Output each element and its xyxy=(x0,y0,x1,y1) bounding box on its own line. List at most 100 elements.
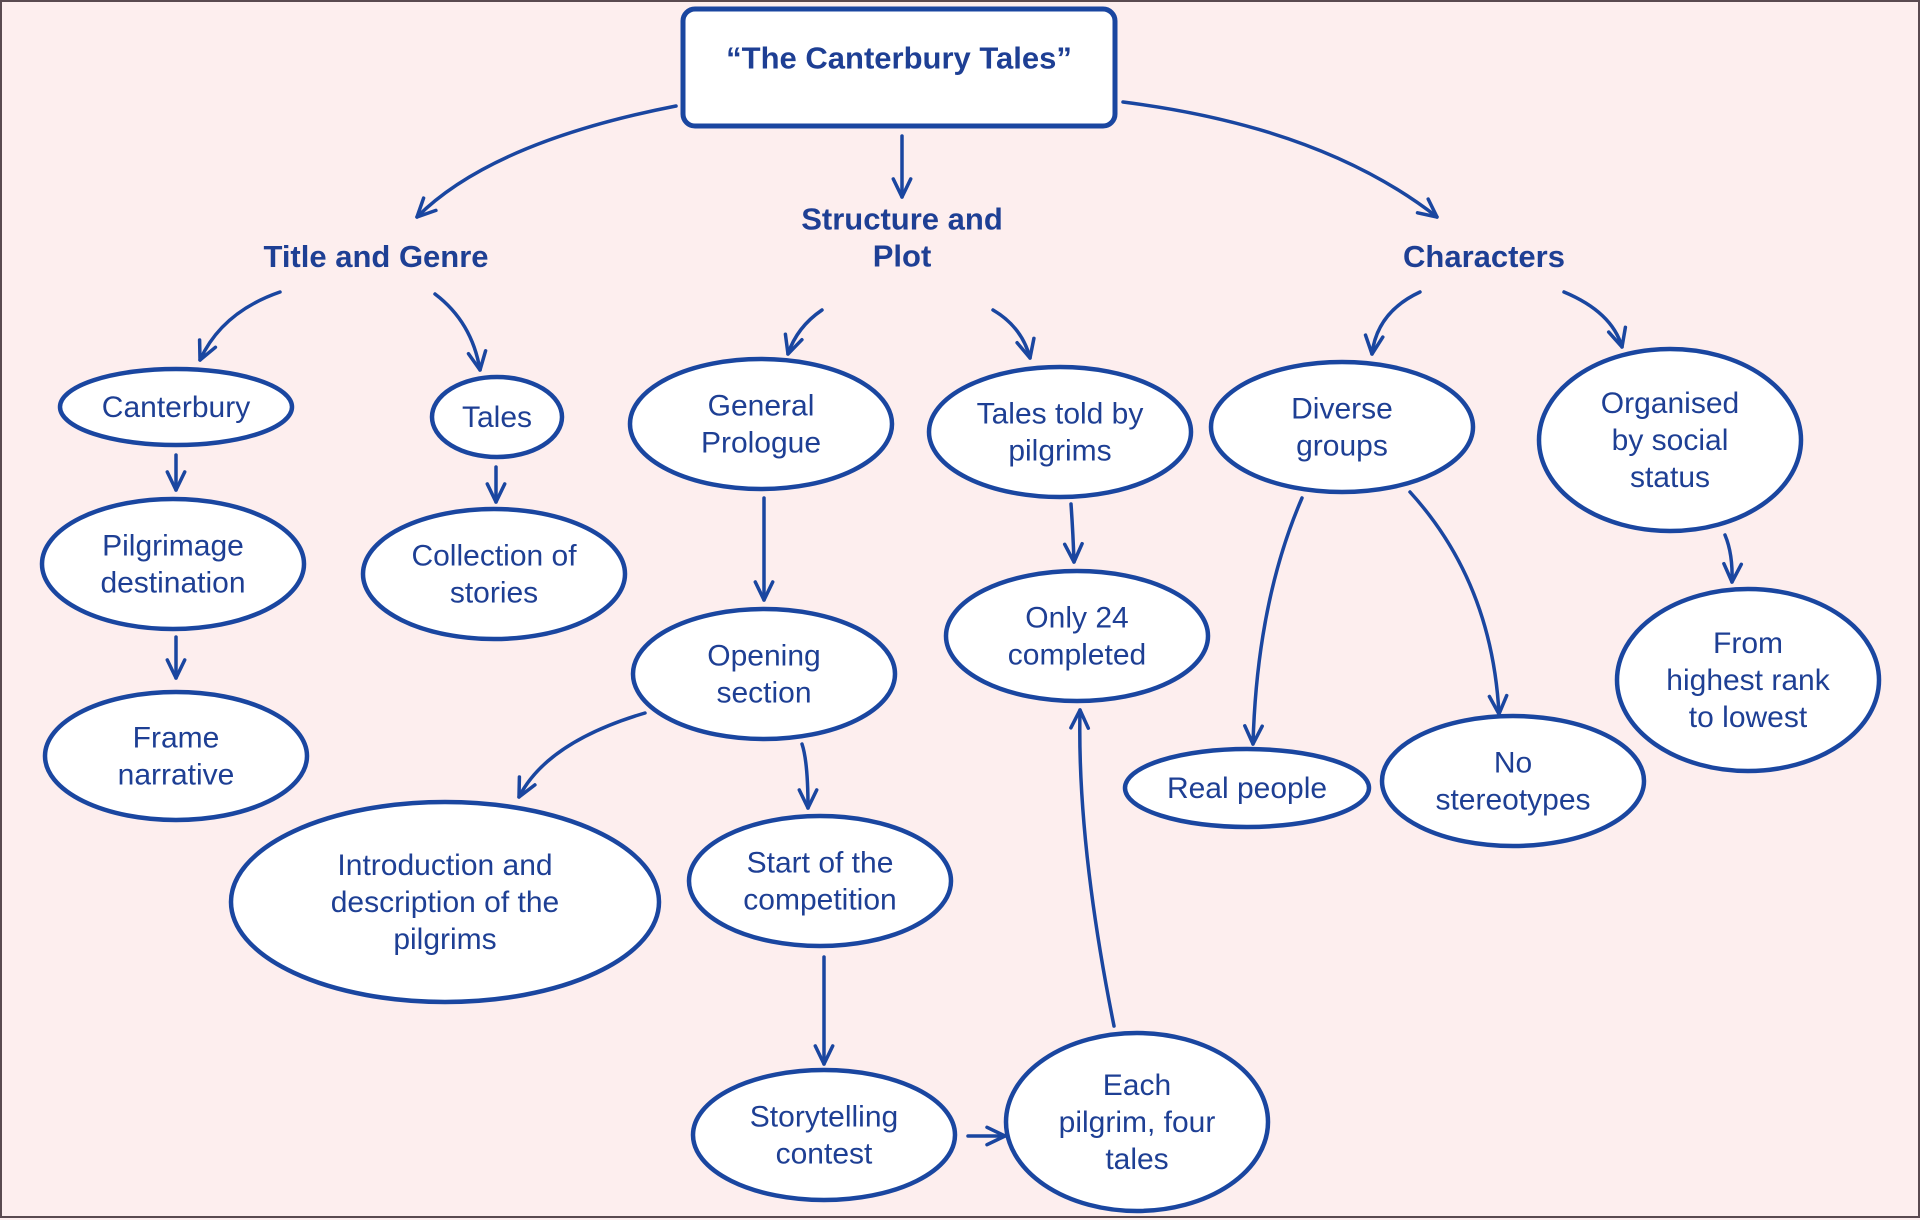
node-ellipse xyxy=(1003,1030,1271,1214)
node-label-line: Tales xyxy=(462,401,532,434)
node-label-line: pilgrims xyxy=(393,923,496,956)
edge-general-prologue-to-opening-section xyxy=(753,496,775,602)
node-label-line: pilgrim, four xyxy=(1059,1106,1216,1139)
node-ellipse xyxy=(630,606,898,742)
arrowhead-icon xyxy=(415,196,438,219)
connector-line xyxy=(1121,100,1439,219)
arrowhead-icon xyxy=(485,482,507,504)
node-ellipse xyxy=(39,496,307,632)
node-ellipse xyxy=(360,506,628,642)
node-ellipse xyxy=(429,374,565,460)
node-label-line: stereotypes xyxy=(1435,784,1590,817)
node-label-line: Introduction and xyxy=(337,849,552,882)
edge-structure-plot-to-tales-told-by-pilgrims xyxy=(991,308,1036,360)
node-label-line: Storytelling xyxy=(750,1101,898,1134)
node-label-line: Opening xyxy=(707,640,820,673)
category-characters[interactable]: Characters xyxy=(1403,239,1565,274)
node-label-line: Each xyxy=(1103,1069,1171,1102)
arrowhead-icon xyxy=(813,1044,835,1066)
node-label-line: competition xyxy=(743,884,896,917)
edge-opening-section-to-introduction-description xyxy=(517,711,647,799)
edge-characters-to-organised-by-social-status xyxy=(1562,290,1628,349)
connector-line xyxy=(800,742,810,810)
node-ellipse xyxy=(1122,746,1372,830)
node-opening-section[interactable]: Opening section xyxy=(630,606,898,742)
connector-line xyxy=(198,290,282,362)
edge-diverse-groups-to-no-stereotypes xyxy=(1408,490,1509,716)
node-ellipse xyxy=(627,356,895,492)
edge-organised-by-social-status-to-highest-to-lowest xyxy=(1722,533,1744,584)
connector-line xyxy=(991,308,1032,360)
node-label-line: General xyxy=(708,390,815,423)
arrowhead-icon xyxy=(1069,708,1091,730)
node-tales[interactable]: Tales xyxy=(429,374,565,460)
arrowhead-icon xyxy=(891,177,913,199)
node-real-people[interactable]: Real people xyxy=(1122,746,1372,830)
edge-characters-to-diverse-groups xyxy=(1363,290,1422,356)
arrowhead-icon xyxy=(1015,336,1036,360)
node-label-line: destination xyxy=(100,567,245,600)
node-ellipse xyxy=(1536,346,1804,534)
arrowhead-icon xyxy=(1243,724,1264,746)
arrowhead-icon xyxy=(165,658,187,680)
connector-line xyxy=(1069,502,1076,564)
edge-diverse-groups-to-real-people xyxy=(1243,496,1304,746)
edge-title-genre-to-canterbury xyxy=(197,290,282,362)
connector-line xyxy=(1562,290,1624,349)
root-box xyxy=(680,6,1118,129)
edge-opening-section-to-start-of-competition xyxy=(797,742,819,810)
arrowhead-icon xyxy=(1415,197,1439,219)
connector-line xyxy=(415,104,678,219)
node-ellipse xyxy=(690,1067,958,1203)
edges-layer xyxy=(165,100,1744,1147)
arrowhead-icon xyxy=(197,338,218,362)
connector-line xyxy=(1723,533,1734,584)
node-label-line: Only 24 xyxy=(1025,602,1128,635)
node-label-line: pilgrims xyxy=(1008,435,1111,468)
arrowhead-icon xyxy=(797,788,819,810)
node-start-of-competition[interactable]: Start of the competition xyxy=(686,813,954,949)
root-node[interactable]: “The Canterbury Tales” xyxy=(680,6,1118,129)
node-label-line: Tales told by xyxy=(977,398,1144,431)
node-label-line: Characters xyxy=(1403,239,1565,274)
arrowhead-icon xyxy=(753,580,775,602)
node-tales-told-by-pilgrims[interactable]: Tales told by pilgrims xyxy=(926,364,1194,500)
node-label-line: section xyxy=(716,677,811,710)
connector-line xyxy=(1251,496,1304,746)
node-label-line: groups xyxy=(1296,430,1388,463)
connector-line xyxy=(1408,490,1501,716)
node-label-line: Title and Genre xyxy=(263,239,488,274)
node-label-line: Canterbury xyxy=(102,391,250,424)
node-ellipse xyxy=(1614,586,1882,774)
node-label-line: highest rank xyxy=(1666,664,1830,697)
node-label-line: Plot xyxy=(873,239,932,274)
category-title-genre[interactable]: Title and Genre xyxy=(263,239,488,274)
arrowhead-icon xyxy=(783,332,804,356)
arrowhead-icon xyxy=(1606,325,1628,349)
node-label-line: Start of the xyxy=(747,847,894,880)
node-label-line: stories xyxy=(450,577,538,610)
node-canterbury[interactable]: Canterbury xyxy=(57,366,295,448)
node-ellipse xyxy=(943,568,1211,704)
node-ellipse xyxy=(57,366,295,448)
node-label-line: Structure and xyxy=(801,202,1003,237)
arrowhead-icon xyxy=(1722,561,1744,584)
arrowhead-icon xyxy=(165,470,187,492)
edge-title-genre-to-tales xyxy=(433,292,488,372)
arrowhead-icon xyxy=(1062,541,1084,564)
